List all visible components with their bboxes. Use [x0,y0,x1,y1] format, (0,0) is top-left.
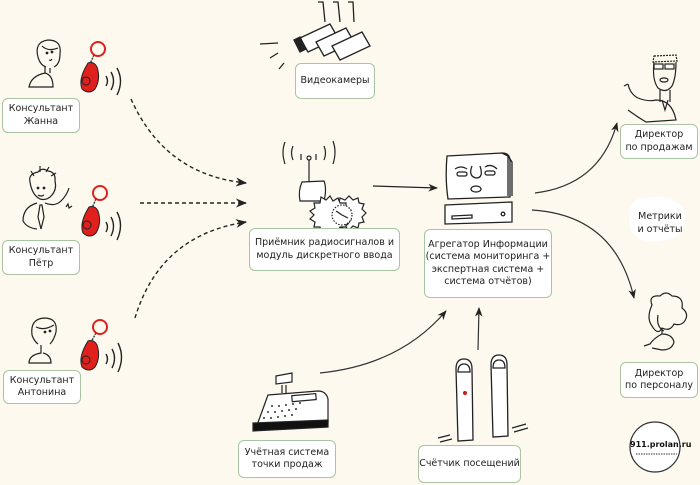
consultant-zhanna-label: Консультант Жанна [2,98,80,133]
video-cameras-icon [293,1,371,61]
video-cameras-label: Видеокамеры [295,63,375,99]
metrics-cloud-label: Метрики и отчёты [637,211,683,235]
keyfob-3-icon [80,319,108,371]
signal-waves-3-icon [105,342,123,373]
hr-director-icon [643,292,688,351]
website-badge-circle [629,421,681,473]
camera-rays-icon [259,42,285,70]
website-badge-text[interactable]: 911.prolan.ru [630,440,692,449]
arrow-receiver-to-aggregator [372,183,438,192]
consultant-petr-icon [22,166,73,230]
signal-waves-1-icon [105,67,122,96]
signal-waves-2-icon [105,211,122,241]
gear-module-icon [309,195,367,235]
consultant-antonina-label: Консультант Антонина [3,370,81,404]
radio-receiver-icon [282,140,336,202]
visitor-counter-label: Счётчик посещений [418,445,521,483]
arrow-counter-to-aggregator [474,307,483,351]
metrics-cloud-shape [629,196,685,242]
keyfob-1-icon [80,41,106,93]
pos-label: Учётная система точки продаж [238,440,336,478]
arrow-zhanna-to-receiver [130,98,248,187]
hr-director-label: Директор по персоналу [620,362,698,398]
keyfob-2-icon [81,185,108,237]
cash-register-icon [252,372,329,432]
computer-icon [444,152,513,225]
sensor-led-icon [463,391,467,395]
arrow-aggregator-to-sales-director [534,122,619,194]
arrow-aggregator-to-hr-director [531,209,636,299]
sales-director-icon [623,54,678,123]
arrow-pos-to-aggregator [319,310,447,374]
sales-director-label: Директор по продажам [620,124,698,159]
aggregator-label: Агрегатор Информации (система мониторинг… [424,229,552,298]
consultant-antonina-icon [28,317,57,364]
consultant-petr-label: Консультант Пётр [2,240,80,275]
arrow-antonina-to-receiver [134,219,248,319]
consultant-zhanna-icon [28,39,61,88]
visitor-counter-icon [437,354,529,443]
receiver-label: Приёмник радиосигналов и модуль дискретн… [249,228,400,271]
